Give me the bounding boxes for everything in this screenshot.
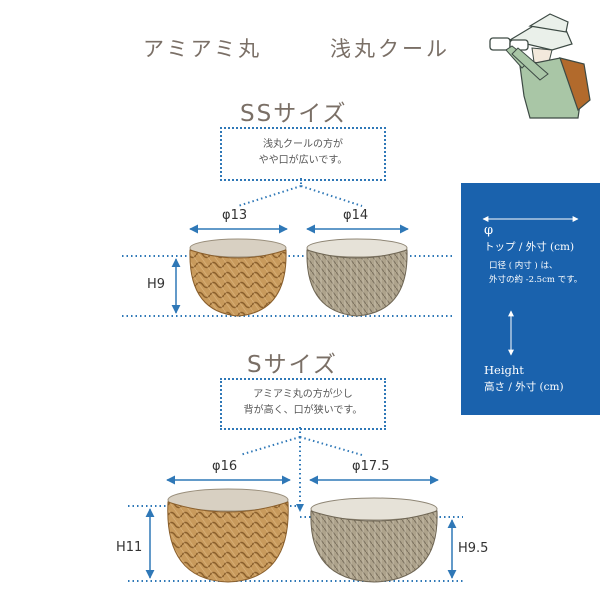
s-left-diameter-label: φ16 [212, 459, 238, 474]
legend-top-label: トップ / 外寸 (cm) [484, 241, 575, 253]
explorer-icon [489, 13, 591, 119]
ss-wicker-basket [189, 238, 287, 317]
s-grass-basket [310, 497, 438, 583]
ss-note-line1: 浅丸クールの方が [263, 139, 343, 150]
s-left-height-label: H11 [116, 540, 143, 555]
ss-right-diameter-label: φ14 [343, 208, 369, 223]
s-size-title: Sサイズ [247, 352, 338, 378]
ss-note-connector [237, 178, 363, 207]
legend-inner-line2: 外寸の約 -2.5cm です。 [489, 275, 583, 285]
s-center-arrowhead [296, 504, 304, 512]
ss-note-box: 浅丸クールの方が やや口が広いです。 [220, 127, 386, 181]
product-name-amiami: アミアミ丸 [143, 37, 263, 61]
product-name-asamaru: 浅丸クール [330, 37, 450, 61]
s-note-line1: アミアミ丸の方が少し [253, 389, 353, 400]
s-right-height-label: H9.5 [458, 541, 489, 556]
s-right-diameter-label: φ17.5 [352, 459, 390, 474]
legend-height-en: Height [484, 363, 524, 377]
s-wicker-basket [167, 488, 289, 583]
ss-height-guides [122, 255, 455, 317]
ss-height-label: H9 [147, 277, 166, 292]
legend-inner-line1: 口径 ( 内寸 ) は、 [489, 261, 558, 271]
ss-note-line2: やや口が広いです。 [258, 155, 348, 166]
s-note-box: アミアミ丸の方が少し 背が高く、口が狭いです。 [220, 378, 386, 430]
legend-height-jp: 高さ / 外寸 (cm) [484, 381, 564, 393]
legend-arrows [482, 216, 579, 356]
ss-left-diameter-label: φ13 [222, 208, 248, 223]
s-note-line2: 背が高く、口が狭いです。 [243, 405, 363, 416]
ss-size-title: SSサイズ [240, 101, 348, 127]
legend-phi: φ [484, 223, 494, 238]
s-note-connector [239, 427, 363, 506]
legend-panel: φ トップ / 外寸 (cm) 口径 ( 内寸 ) は、 外寸の約 -2.5cm… [461, 183, 600, 415]
ss-grass-basket [306, 238, 408, 317]
